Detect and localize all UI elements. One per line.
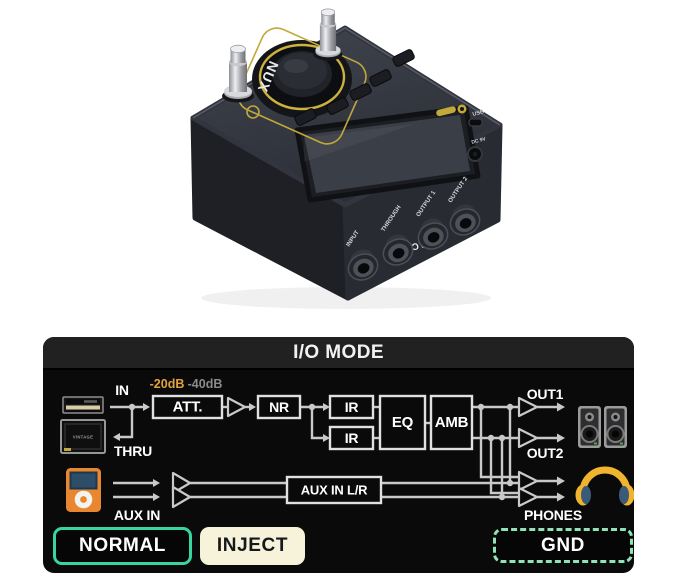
svg-text:USB: USB	[472, 109, 485, 118]
panel-title: I/O MODE	[43, 337, 634, 370]
gnd-mode-button[interactable]: GND	[493, 528, 633, 563]
footswitch-top	[313, 8, 343, 61]
nr-label: NR	[269, 399, 289, 415]
dsp-blocks	[151, 394, 474, 505]
ir-bottom-label: IR	[345, 430, 359, 446]
amp-head-icon	[62, 396, 104, 414]
att-label: ATT.	[173, 399, 203, 416]
accent-circle	[246, 105, 260, 119]
aux-block	[285, 475, 383, 505]
amb-block	[429, 394, 474, 451]
headphones-icon	[575, 466, 634, 506]
pedal-screen	[294, 105, 481, 203]
svg-text:VINTAGE: VINTAGE	[73, 435, 93, 440]
phones-label: PHONES	[524, 507, 582, 523]
out1-driver	[517, 396, 539, 418]
speaker-cabinet-icon: VINTAGE	[60, 419, 106, 454]
aux-in-label: AUX IN	[114, 507, 160, 523]
phones-driver-r	[517, 486, 539, 508]
arrowheads	[113, 402, 565, 502]
out1-label: OUT1	[527, 386, 564, 402]
knob-outline-accent	[237, 27, 367, 145]
media-player-icon	[66, 468, 101, 512]
eq-block	[378, 394, 427, 451]
aux-lr-label: AUX IN L/R	[301, 483, 368, 498]
ir-top-label: IR	[345, 399, 359, 415]
junction-dots	[128, 403, 514, 501]
inject-mode-button[interactable]: INJECT	[200, 527, 305, 565]
att-active-label: -20dB	[150, 377, 185, 391]
buffer-triangles	[171, 396, 539, 509]
amb-label: AMB	[435, 414, 469, 431]
svg-text:DC 9V: DC 9V	[471, 136, 487, 146]
thru-label: THRU	[114, 443, 152, 459]
att-block	[151, 394, 224, 420]
badge-accent	[436, 104, 467, 117]
out2-driver	[517, 427, 539, 449]
eq-label: EQ	[392, 414, 414, 431]
phones-driver-l	[517, 470, 539, 492]
out2-label: OUT2	[527, 445, 564, 461]
io-mode-panel: I/O MODE	[43, 337, 634, 573]
footswitch-left	[222, 44, 254, 103]
usb-port: USB	[468, 109, 485, 127]
product-photo-pedal: TSAC-4K NUX	[190, 8, 503, 309]
att-inactive-label: -40dB	[188, 377, 223, 391]
studio-monitors-icon	[578, 406, 627, 448]
signal-flow-diagram: ATT. NR IR IR EQ AMB AUX IN L/R IN THRU …	[60, 377, 634, 523]
in-label: IN	[115, 382, 129, 398]
nr-block	[256, 394, 302, 420]
dc-power-jack: DC 9V	[467, 136, 487, 162]
panel-buttons	[294, 49, 415, 126]
normal-mode-button[interactable]: NORMAL	[53, 527, 192, 565]
audio-jacks	[347, 204, 481, 281]
